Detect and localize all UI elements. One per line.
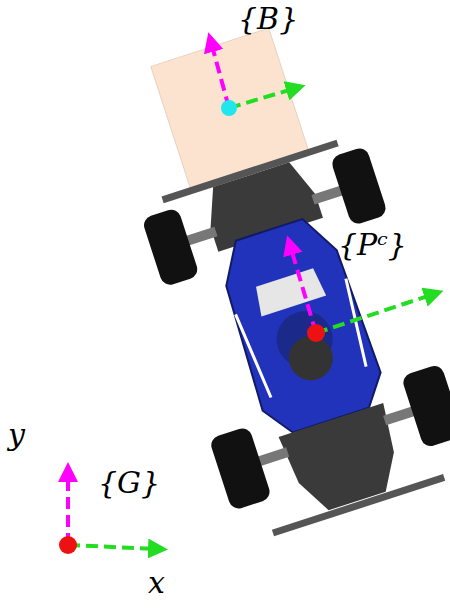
frame-axis xyxy=(68,545,158,549)
frame-origin xyxy=(59,536,77,554)
frame-axis xyxy=(66,472,70,545)
frame-axis xyxy=(316,294,434,333)
frame-axis xyxy=(290,245,316,333)
frame-label: x xyxy=(148,566,165,599)
frame-origin xyxy=(307,324,325,342)
frame-axis xyxy=(229,88,296,108)
frame-axis xyxy=(211,42,229,108)
frame-label: {Pᶜ} xyxy=(338,228,407,261)
frame-label: {G} xyxy=(98,466,160,499)
car-body xyxy=(94,10,450,547)
frame-label: y xyxy=(8,418,25,451)
frame-label: {B} xyxy=(238,2,298,35)
frame-origin xyxy=(221,100,237,116)
